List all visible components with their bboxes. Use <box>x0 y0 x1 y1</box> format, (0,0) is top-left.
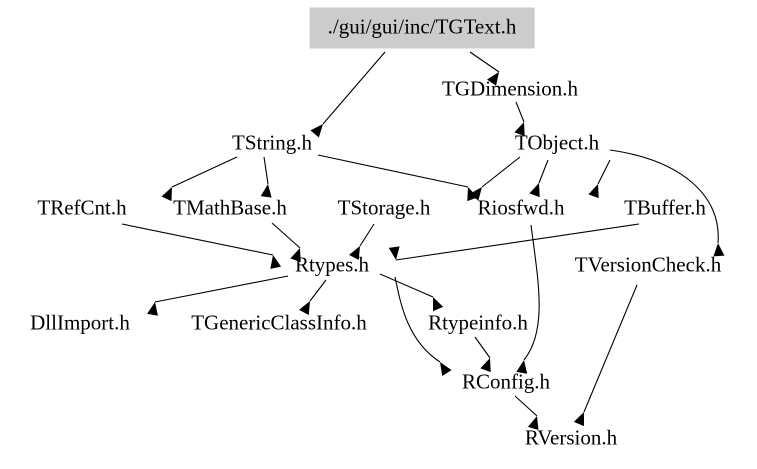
graph-node-tgtext[interactable]: ./gui/gui/inc/TGText.h <box>309 7 535 49</box>
edge-tversioncheck-to-rversion <box>573 284 638 427</box>
edge-rtypes-to-rtypeinfo <box>379 273 444 312</box>
graph-node-rconfig[interactable]: RConfig.h <box>461 369 551 394</box>
graph-node-tgenericclassinfo[interactable]: TGenericClassInfo.h <box>191 310 367 335</box>
edge-tstring-to-trefcnt <box>161 156 238 202</box>
edge-tstring-to-riosfwd <box>317 154 478 202</box>
graph-node-tobject[interactable]: TObject.h <box>514 130 600 155</box>
arrowhead <box>440 362 452 376</box>
graph-node-rversion[interactable]: RVersion.h <box>524 425 618 450</box>
arrowhead <box>147 302 158 316</box>
edge-tgtext-to-tstring <box>310 51 386 138</box>
graph-node-riosfwd[interactable]: Riosfwd.h <box>477 195 565 220</box>
edge-tobject-to-riosfwd <box>529 159 549 198</box>
graph-node-tstring[interactable]: TString.h <box>232 130 312 155</box>
arrowhead <box>310 124 323 138</box>
graph-node-tversioncheck[interactable]: TVersionCheck.h <box>574 252 722 277</box>
edge-trefcnt-to-rtypes <box>121 223 282 269</box>
graph-node-trefcnt[interactable]: TRefCnt.h <box>37 195 127 220</box>
graph-node-tbuffer[interactable]: TBuffer.h <box>624 195 706 220</box>
arrowhead <box>467 187 478 202</box>
arrowhead <box>588 184 599 199</box>
graph-node-dllimport[interactable]: DllImport.h <box>30 310 130 335</box>
graph-node-rtypes[interactable]: Rtypes.h <box>294 252 370 277</box>
arrowhead <box>573 412 584 427</box>
arrowhead <box>433 297 444 312</box>
arrowhead <box>388 246 400 260</box>
graph-node-tgdimension[interactable]: TGDimension.h <box>442 76 578 101</box>
arrowhead <box>270 255 282 269</box>
edge-riosfwd-to-rconfig <box>516 224 540 374</box>
edge-tobject-to-tbuffer <box>588 159 611 199</box>
edge-tstring-to-tmathbase <box>260 156 272 198</box>
edge-rtypeinfo-to-rconfig <box>474 336 491 373</box>
edge-tobject-to-tstorage <box>469 156 521 201</box>
graph-node-tmathbase[interactable]: TMathBase.h <box>173 195 287 220</box>
graph-node-rtypeinfo[interactable]: Rtypeinfo.h <box>428 310 528 335</box>
graph-node-tstorage[interactable]: TStorage.h <box>337 195 431 220</box>
